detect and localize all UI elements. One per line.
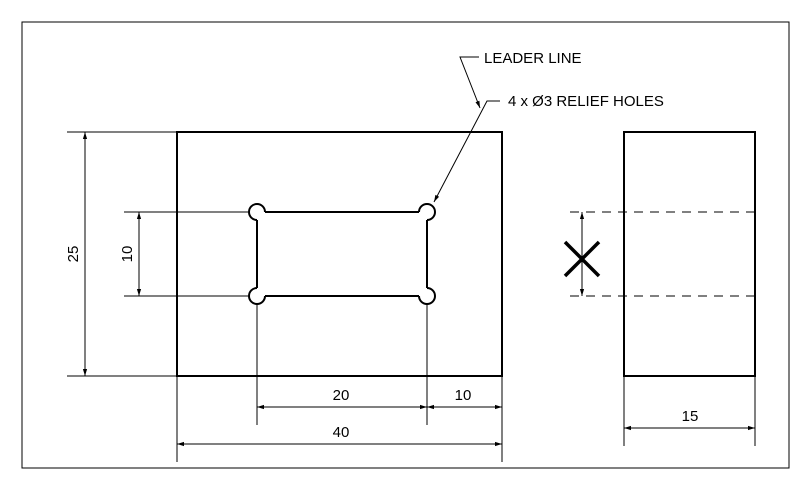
front-view-outline <box>176 131 503 377</box>
dimension-text-25: 25 <box>65 246 82 263</box>
dimension-slot-width: 20 <box>256 304 428 425</box>
side-view-outline <box>623 131 756 377</box>
relief-holes-label: 4 x Ø3 RELIEF HOLES <box>508 93 664 110</box>
drawing-frame <box>21 21 790 469</box>
dimension-side-depth: 15 <box>623 376 756 446</box>
dimension-slot-offset: 10 <box>427 387 502 410</box>
dimension-slot-height: 10 <box>119 211 249 297</box>
dimension-text-10-horizontal: 10 <box>455 387 472 404</box>
relief-holes-callout: 4 x Ø3 RELIEF HOLES <box>433 93 664 203</box>
dimension-overall-height: 25 <box>65 131 177 377</box>
cross-mark-icon <box>563 240 601 278</box>
dimension-overall-width: 40 <box>176 376 503 462</box>
dimension-text-10-vertical: 10 <box>119 246 136 263</box>
dimension-text-15: 15 <box>682 408 699 425</box>
dimension-text-20: 20 <box>333 387 350 404</box>
slot-outline <box>248 203 436 305</box>
dimension-text-40: 40 <box>333 424 350 441</box>
leader-line-label: LEADER LINE <box>484 50 582 67</box>
leader-line-callout: LEADER LINE <box>459 50 582 109</box>
